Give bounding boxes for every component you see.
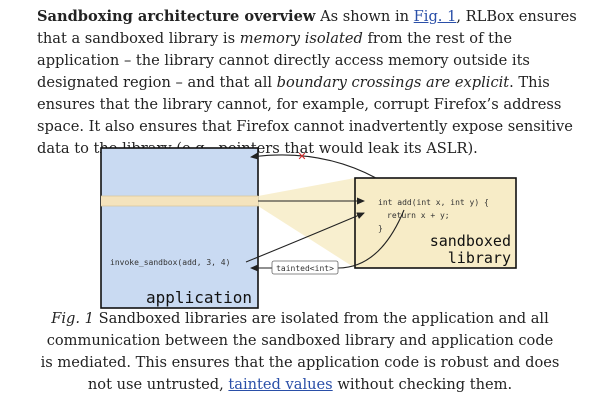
- paragraph-heading: Sandboxing architecture overview: [37, 8, 316, 25]
- code-line-3: }: [378, 224, 383, 233]
- blocked-access-arrow: [250, 152, 377, 179]
- paragraph-text-1: As shown in: [315, 8, 414, 25]
- sandboxed-label: sandboxed: [430, 232, 511, 250]
- invoke-arrow: [245, 212, 365, 263]
- shared-memory-band: [101, 196, 258, 206]
- library-label: library: [448, 249, 511, 267]
- body-paragraph: Sandboxing architecture overview As show…: [37, 6, 577, 160]
- figure-caption: Fig. 1 Sandboxed libraries are isolated …: [40, 308, 560, 396]
- code-line-2: return x + y;: [387, 211, 450, 220]
- code-line-1: int add(int x, int y) {: [378, 198, 489, 207]
- fig-1-link[interactable]: Fig. 1: [413, 8, 457, 25]
- return-path-arrow: [337, 209, 405, 269]
- tainted-int-box: [271, 260, 339, 275]
- tainted-int-label: tainted<int>: [276, 264, 334, 273]
- blocked-x-icon: ✕: [297, 150, 306, 163]
- application-box: [100, 147, 259, 309]
- application-label: application: [146, 288, 252, 307]
- sandboxed-library-box: [354, 177, 517, 269]
- memory-isolated-emphasis: memory isolated: [239, 30, 363, 47]
- paragraph-text-3: from the rest of the application – the l…: [37, 30, 530, 91]
- paragraph-text-2: , RLBox ensures that a sandboxed library…: [37, 8, 577, 47]
- caption-text-1: Sandboxed libraries are isolated from th…: [40, 310, 560, 393]
- caption-text-2: without checking them.: [332, 376, 513, 393]
- caption-fig-label: Fig. 1: [51, 310, 94, 327]
- boundary-crossings-emphasis: boundary crossings are explicit: [276, 74, 510, 91]
- invoke-sandbox-call: invoke_sandbox(add, 3, 4): [110, 258, 230, 267]
- tainted-values-link[interactable]: tainted values: [228, 376, 333, 393]
